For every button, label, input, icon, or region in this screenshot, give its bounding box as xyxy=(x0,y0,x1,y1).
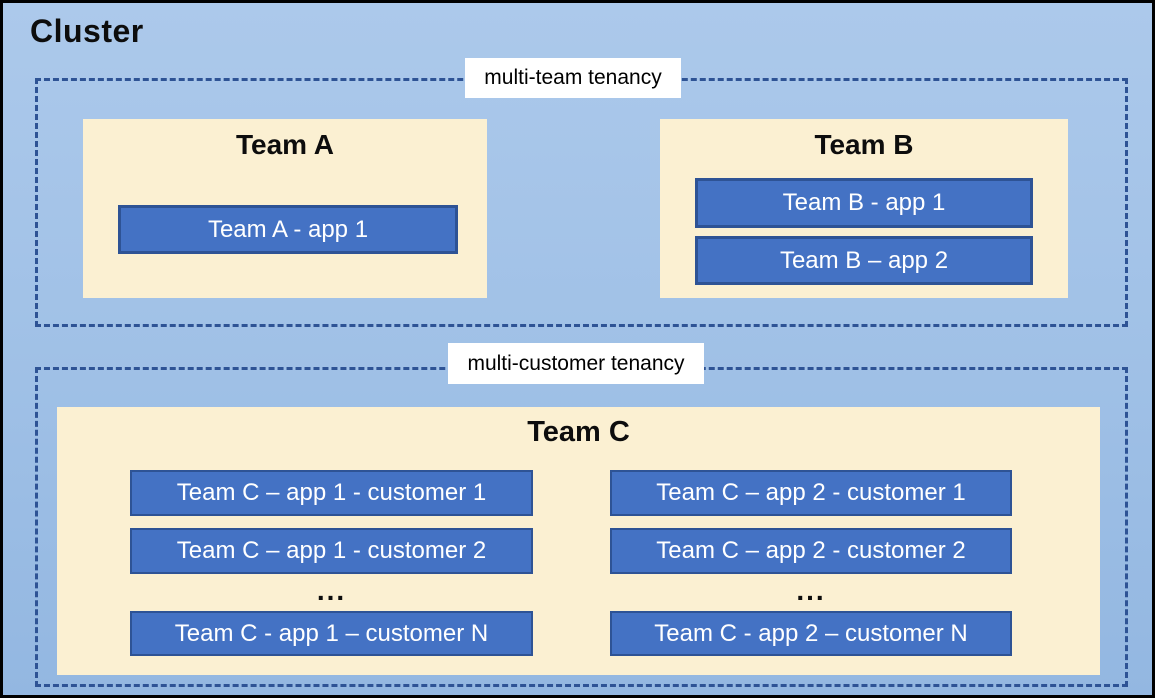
team-a-panel: Team A Team A - app 1 xyxy=(83,119,487,298)
team-b-app-2-box: Team B – app 2 xyxy=(695,236,1033,285)
team-c-app1-customer-2-box: Team C – app 1 - customer 2 xyxy=(130,528,533,574)
multi-team-tenancy-label: multi-team tenancy xyxy=(465,58,681,98)
team-c-app2-customer-n-box: Team C - app 2 – customer N xyxy=(610,611,1012,656)
team-c-panel: Team C Team C – app 1 - customer 1 Team … xyxy=(57,407,1100,675)
team-c-app2-ellipsis: ... xyxy=(796,575,826,606)
team-b-app-1-box: Team B - app 1 xyxy=(695,178,1033,228)
team-c-app2-customer-1-box: Team C – app 2 - customer 1 xyxy=(610,470,1012,516)
team-c-app1-customer-1-box: Team C – app 1 - customer 1 xyxy=(130,470,533,516)
team-c-app2-customer-2-box: Team C – app 2 - customer 2 xyxy=(610,528,1012,574)
team-c-title: Team C xyxy=(527,416,630,448)
multi-customer-tenancy-label: multi-customer tenancy xyxy=(448,343,704,384)
team-c-app1-customer-n-box: Team C - app 1 – customer N xyxy=(130,611,533,656)
cluster-title: Cluster xyxy=(30,13,144,49)
team-c-app1-ellipsis: ... xyxy=(316,575,347,606)
team-a-app-1-box: Team A - app 1 xyxy=(118,205,458,254)
team-b-title: Team B xyxy=(814,129,914,160)
team-a-title: Team A xyxy=(235,129,335,160)
team-b-panel: Team B Team B - app 1 Team B – app 2 xyxy=(660,119,1068,298)
